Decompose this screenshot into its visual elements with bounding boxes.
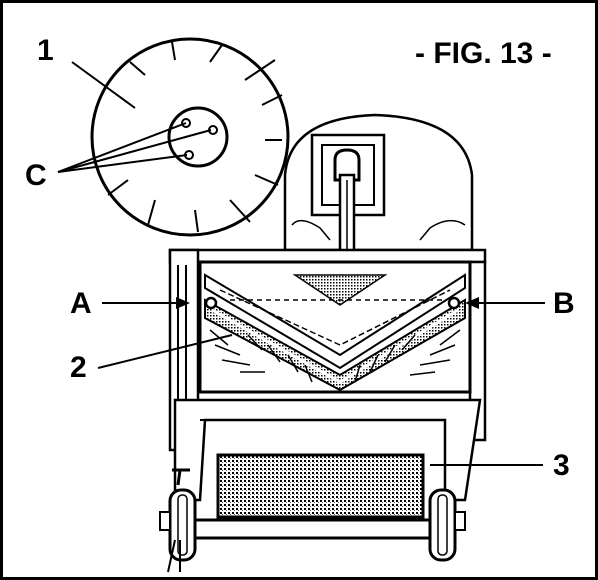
leader-lines [57,61,545,466]
label-3: 3 [553,449,570,482]
wheel-assembly [159,468,466,573]
label-2: 2 [70,351,87,384]
screw-a [204,296,218,310]
filter-panel [216,453,425,519]
figure-title: - FIG. 13 - [415,37,552,70]
label-c: C [25,159,47,192]
drum-housing [283,113,474,257]
central-screen-box [198,260,472,394]
label-1: 1 [37,34,54,67]
blade-disc [90,37,290,237]
screw-b [447,296,461,310]
label-a: A [70,287,92,320]
label-b: B [553,287,575,320]
